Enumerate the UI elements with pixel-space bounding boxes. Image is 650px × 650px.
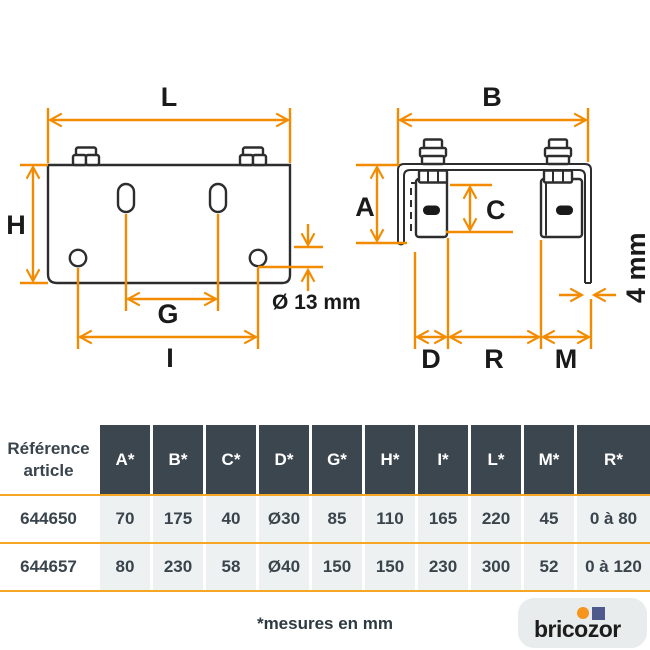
table-cell: 85 bbox=[312, 496, 362, 542]
dim-label-g: G bbox=[157, 299, 178, 329]
roller-axle bbox=[423, 205, 440, 215]
dim-label-r: R bbox=[484, 344, 504, 374]
side-view: B A C 4 mm D R M bbox=[355, 82, 650, 374]
dim-label-b: B bbox=[482, 82, 502, 112]
hole-diameter-note: Ø 13 mm bbox=[272, 291, 361, 314]
table-cell: 58 bbox=[206, 544, 256, 590]
reference-cell: 644650 bbox=[0, 496, 97, 542]
table-header-col: B* bbox=[153, 425, 203, 494]
table-cell: 220 bbox=[471, 496, 521, 542]
dim-label-m: M bbox=[555, 344, 578, 374]
table-cell: 150 bbox=[312, 544, 362, 590]
table-cell: 0 à 120 bbox=[577, 544, 650, 590]
table-cell: Ø40 bbox=[259, 544, 309, 590]
table-header-col: M* bbox=[524, 425, 574, 494]
table-cell: 45 bbox=[524, 496, 574, 542]
brand-name: bricozor bbox=[534, 616, 621, 642]
round-hole bbox=[68, 248, 88, 268]
table-cell: 230 bbox=[418, 544, 468, 590]
table-header-col: R* bbox=[577, 425, 650, 494]
plate-outline bbox=[46, 163, 292, 285]
front-view: L H G I Ø 13 mm bbox=[6, 82, 360, 373]
table-header-col: A* bbox=[100, 425, 150, 494]
logo-dot-icon bbox=[577, 607, 589, 619]
table-header-col: G* bbox=[312, 425, 362, 494]
bracket-profile bbox=[397, 163, 592, 283]
table-header-row: Référence article A* B* C* D* G* H* I* L… bbox=[0, 425, 650, 496]
dim-label-h: H bbox=[6, 210, 26, 240]
dim-label-c: C bbox=[486, 195, 506, 225]
table-cell: 175 bbox=[153, 496, 203, 542]
table-header-col: C* bbox=[206, 425, 256, 494]
dim-label-l: L bbox=[161, 82, 178, 112]
roller-axle bbox=[556, 205, 573, 215]
bolt-icon bbox=[238, 146, 268, 167]
thickness-note: 4 mm bbox=[621, 232, 650, 303]
table-header-col: I* bbox=[418, 425, 468, 494]
bolt-icon bbox=[71, 146, 101, 167]
table-cell: 150 bbox=[365, 544, 415, 590]
table-cell: 230 bbox=[153, 544, 203, 590]
table-header-reference: Référence article bbox=[0, 425, 97, 494]
table-cell: 110 bbox=[365, 496, 415, 542]
slot-hole bbox=[208, 182, 228, 214]
bolt-nut-icon bbox=[542, 138, 574, 184]
brand-logo: bricozor bbox=[518, 598, 647, 648]
table-header-col: D* bbox=[259, 425, 309, 494]
bolt-nut-icon bbox=[417, 138, 449, 184]
dim-label-a: A bbox=[355, 192, 375, 222]
table-cell: 40 bbox=[206, 496, 256, 542]
table-row: 644657 80 230 58 Ø40 150 150 230 300 52 … bbox=[0, 544, 650, 592]
reference-cell: 644657 bbox=[0, 544, 97, 590]
dim-label-d: D bbox=[421, 344, 441, 374]
table-cell: 300 bbox=[471, 544, 521, 590]
table-cell: 165 bbox=[418, 496, 468, 542]
round-hole bbox=[248, 248, 268, 268]
dim-label-i: I bbox=[166, 343, 174, 373]
table-cell: 80 bbox=[100, 544, 150, 590]
measurement-note: *mesures en mm bbox=[256, 614, 394, 633]
logo-square-icon bbox=[592, 607, 605, 620]
table-cell: 70 bbox=[100, 496, 150, 542]
table-header-col: L* bbox=[471, 425, 521, 494]
table-cell: 0 à 80 bbox=[577, 496, 650, 542]
bracket-profile bbox=[403, 169, 586, 283]
table-header-col: H* bbox=[365, 425, 415, 494]
technical-diagram: L H G I Ø 13 mm bbox=[6, 82, 650, 374]
dimension-table: Référence article A* B* C* D* G* H* I* L… bbox=[0, 425, 650, 592]
slot-hole bbox=[116, 182, 136, 214]
table-row: 644650 70 175 40 Ø30 85 110 165 220 45 0… bbox=[0, 496, 650, 544]
table-cell: Ø30 bbox=[259, 496, 309, 542]
table-cell: 52 bbox=[524, 544, 574, 590]
